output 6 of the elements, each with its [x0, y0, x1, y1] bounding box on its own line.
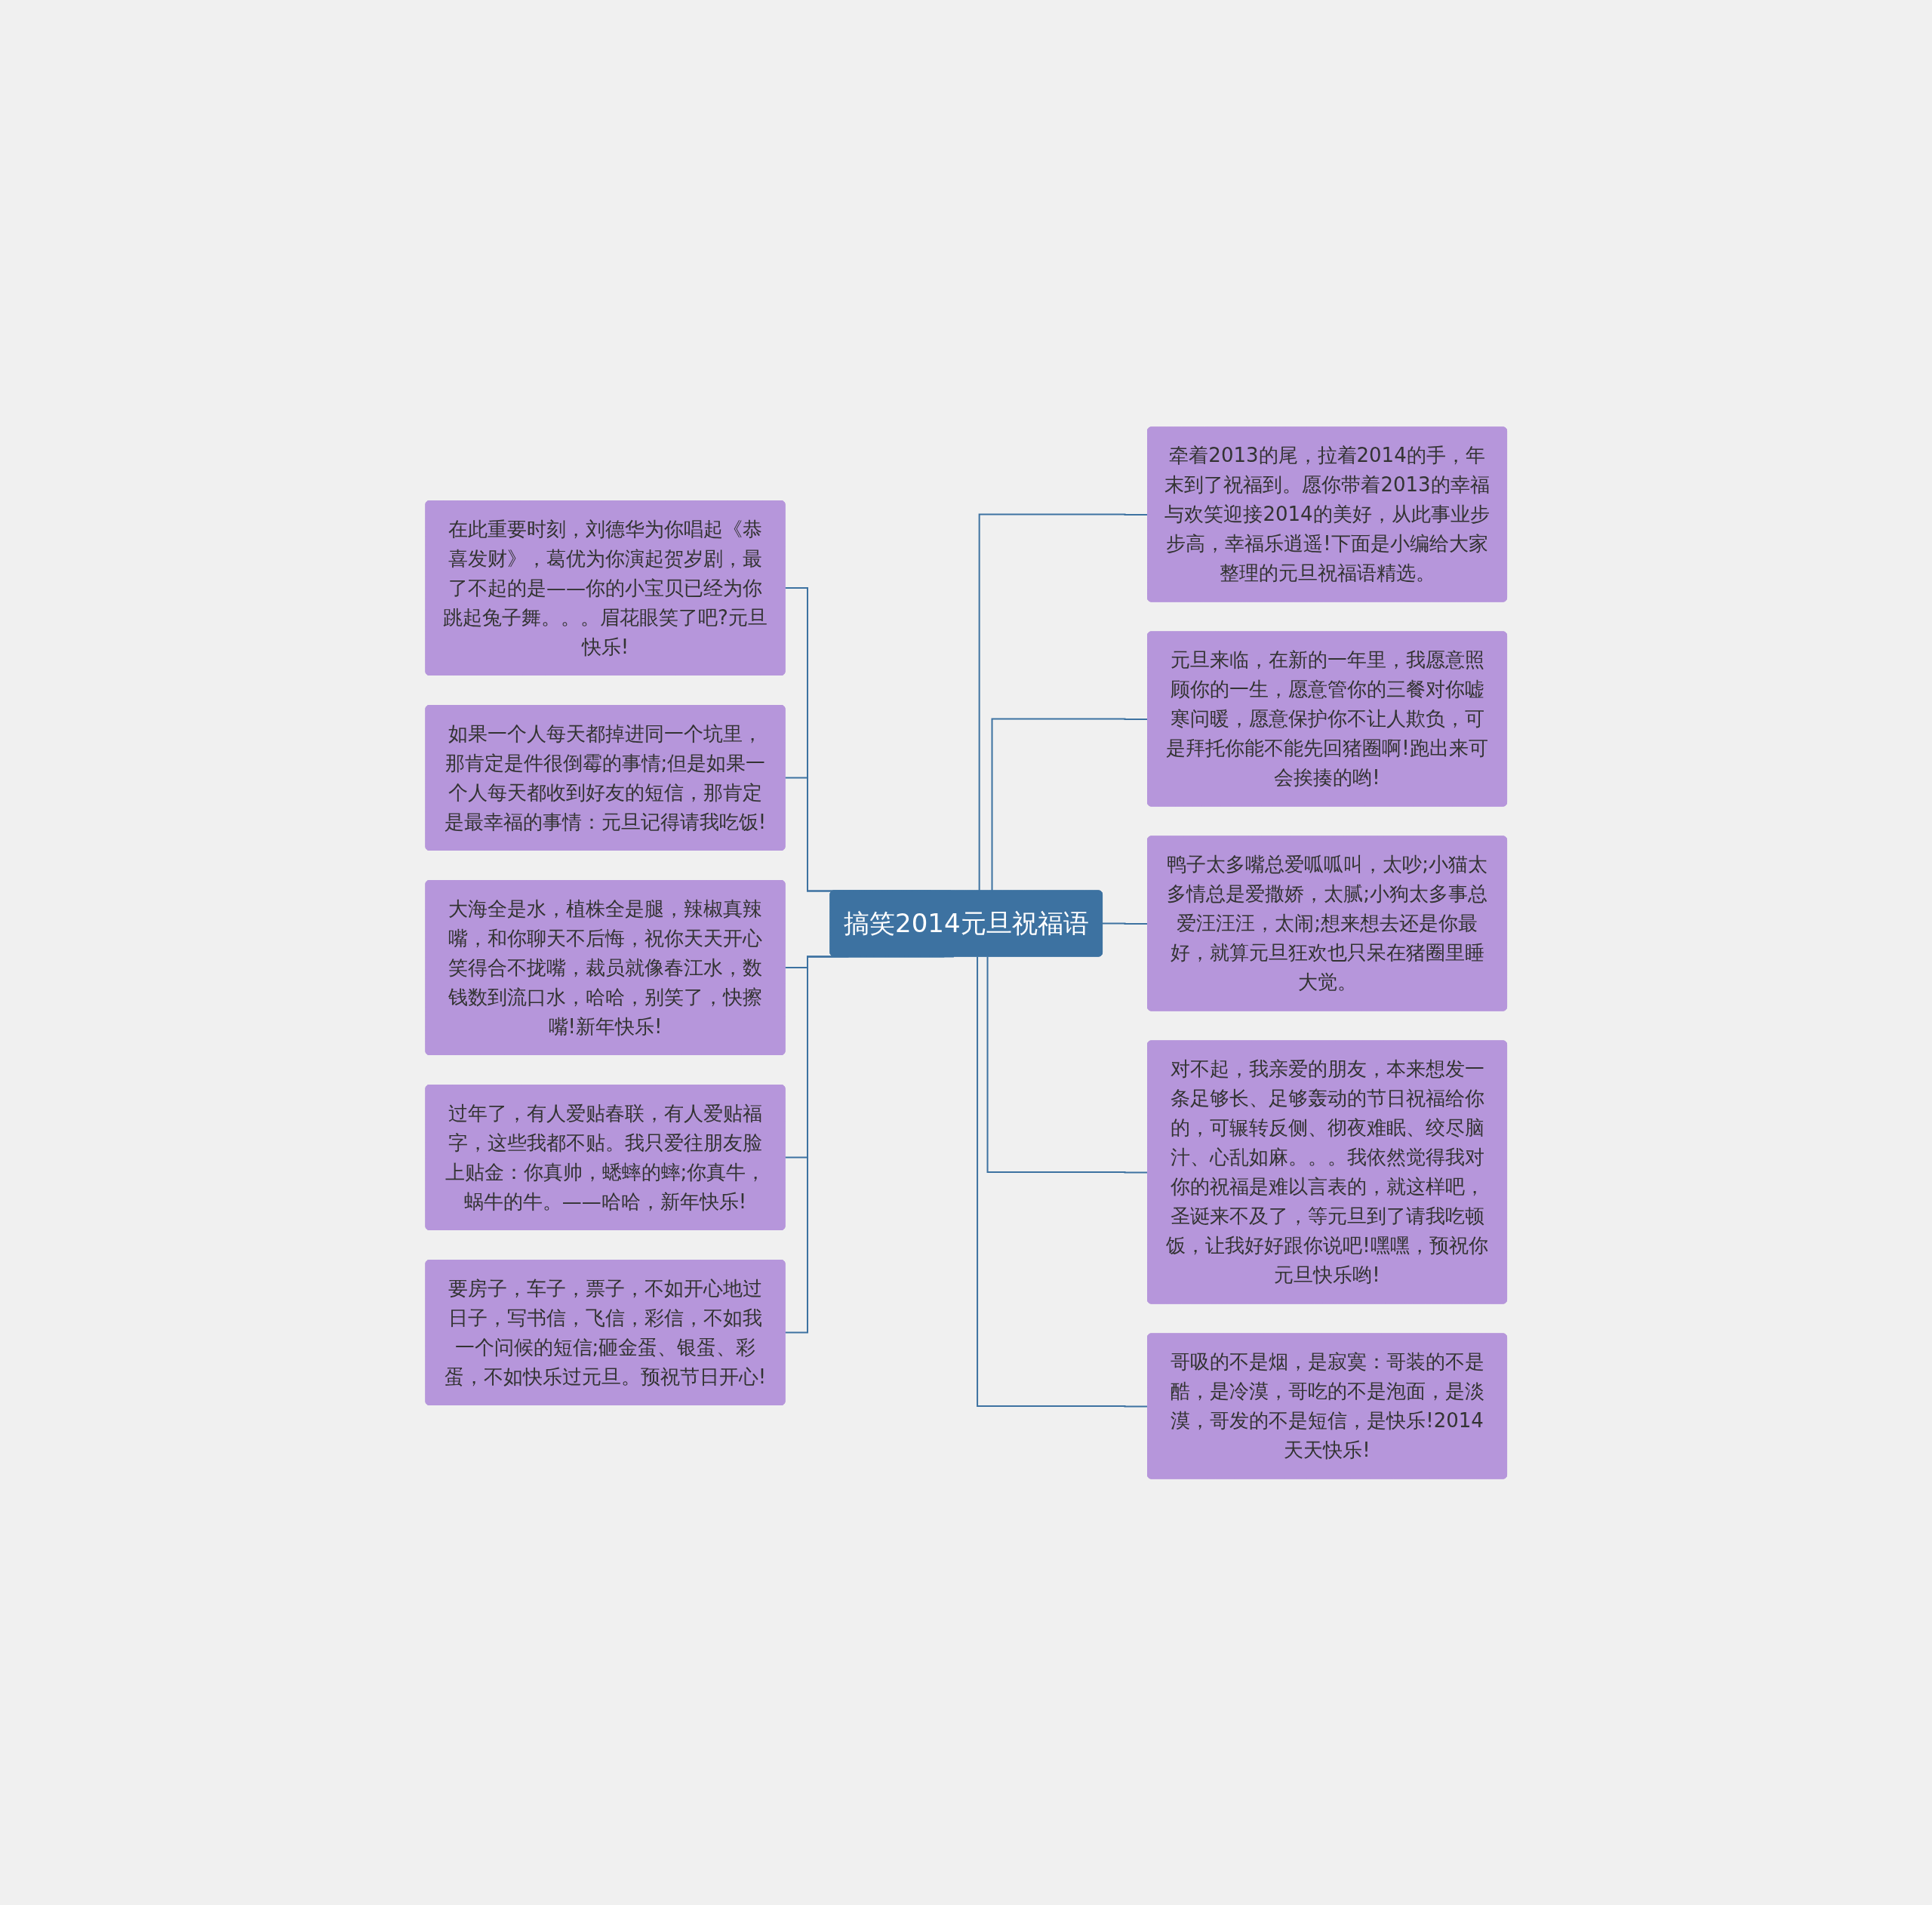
connector — [1101, 922, 1149, 925]
connector — [976, 956, 1149, 1407]
connector — [784, 956, 955, 1334]
connector — [991, 718, 1149, 891]
connector — [986, 956, 1149, 1173]
connector — [978, 513, 1149, 891]
